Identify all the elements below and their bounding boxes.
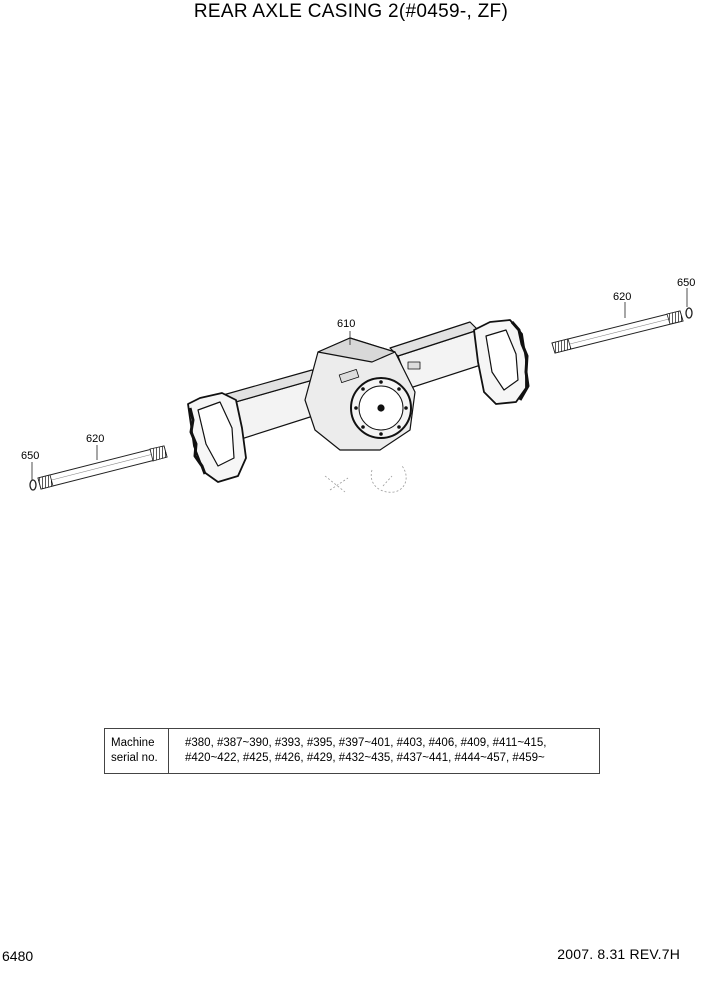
callout-620-right: 620	[613, 291, 631, 303]
page-title: REAR AXLE CASING 2(#0459-, ZF)	[193, 1, 509, 22]
dotted-detail	[324, 465, 407, 493]
serial-table-values: #380, #387~390, #393, #395, #397~401, #4…	[169, 729, 599, 773]
serial-values-line1: #380, #387~390, #393, #395, #397~401, #4…	[185, 737, 547, 749]
callout-650-right: 650	[677, 277, 695, 289]
serial-number-table: Machine serial no. #380, #387~390, #393,…	[104, 728, 600, 774]
left-snap-ring	[29, 479, 37, 491]
axle-casing	[187, 319, 530, 483]
serial-table-label: Machine serial no.	[105, 729, 169, 773]
callout-650-left: 650	[21, 450, 39, 462]
revision-date: 2007. 8.31 REV.7H	[557, 946, 680, 962]
serial-label-line1: Machine	[111, 737, 155, 749]
callout-620-left: 620	[86, 433, 104, 445]
serial-label-line2: serial no.	[111, 752, 158, 764]
right-axle-shaft	[551, 310, 684, 354]
page-number: 6480	[2, 948, 34, 964]
serial-values-line2: #420~422, #425, #426, #429, #432~435, #4…	[185, 752, 545, 764]
right-snap-ring	[685, 307, 693, 319]
left-axle-shaft	[37, 445, 168, 490]
leader-lines	[31, 288, 688, 480]
callout-610: 610	[337, 318, 355, 330]
